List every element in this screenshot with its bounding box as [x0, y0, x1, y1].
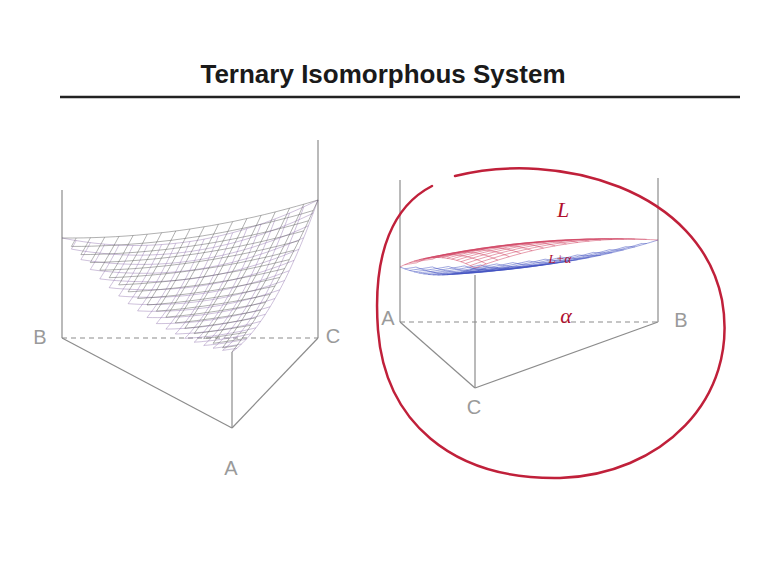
mesh-line: [577, 254, 600, 256]
liquidus-surface: [400, 239, 658, 268]
liquidus-surface: [62, 200, 318, 352]
mesh-line: [405, 263, 416, 265]
mesh-line: [71, 238, 76, 246]
mesh-line: [448, 250, 509, 257]
solidus-surface: [400, 240, 658, 275]
mesh-line: [147, 286, 275, 305]
corner-label: A: [381, 308, 394, 328]
mesh-line: [409, 259, 432, 263]
mesh-line: [594, 238, 613, 240]
mesh-line: [610, 249, 624, 250]
mesh-line: [438, 244, 530, 258]
corner-label: C: [326, 326, 340, 346]
mesh-line: [138, 277, 280, 298]
mesh-line: [223, 207, 304, 351]
mesh-line: [213, 339, 242, 343]
mesh-line: [461, 239, 610, 262]
mesh-line: [456, 252, 593, 273]
mesh-line: [610, 238, 624, 240]
mesh-line: [433, 245, 513, 257]
hand-drawn-circle: [377, 168, 724, 478]
phase-label: L: [557, 199, 569, 221]
slide-title: Ternary Isomorphous System: [200, 61, 565, 87]
mesh-line: [194, 215, 261, 333]
mesh-line: [109, 250, 294, 278]
mesh-line: [642, 239, 647, 240]
mesh-line: [100, 249, 299, 281]
mesh-line: [626, 246, 635, 247]
mesh-line: [166, 302, 266, 317]
title-rule: [60, 96, 740, 99]
mesh-line: [447, 241, 561, 258]
mesh-line: [442, 242, 545, 258]
phase-label: L+α: [549, 252, 572, 265]
mesh-line: [400, 258, 475, 269]
mesh-line: [71, 211, 313, 247]
mesh-line: [626, 238, 635, 239]
mesh-line: [166, 224, 219, 317]
mesh-line: [405, 267, 416, 269]
mesh-line: [204, 332, 247, 338]
mesh-line: [62, 200, 318, 238]
mesh-line: [416, 255, 486, 264]
mesh-line: [147, 229, 190, 305]
mesh-line: [128, 245, 162, 304]
mesh-line: [185, 318, 256, 329]
mesh-line: [90, 231, 303, 263]
mesh-line: [156, 307, 270, 324]
mesh-line: [138, 231, 176, 299]
mesh-line: [156, 227, 204, 311]
mesh-line: [128, 269, 285, 292]
corner-label: C: [467, 397, 481, 417]
solidus-surface: [62, 200, 318, 352]
phase-label: α: [560, 305, 572, 327]
mesh-line: [90, 237, 104, 262]
mesh-line: [642, 243, 647, 244]
mesh-line: [128, 233, 162, 292]
mesh-line: [185, 219, 247, 329]
mesh-line: [156, 239, 204, 324]
mesh-line: [175, 310, 260, 323]
mesh-line: [156, 294, 270, 311]
corner-label: B: [674, 310, 687, 330]
mesh-line: [100, 241, 299, 271]
mesh-line: [109, 260, 294, 289]
corner-label: B: [33, 327, 46, 347]
mesh-line: [419, 266, 465, 273]
mesh-line: [81, 238, 91, 255]
phase-surfaces: [62, 200, 658, 352]
mesh-line: [414, 256, 448, 261]
corner-label: A: [224, 458, 237, 478]
mesh-line: [81, 243, 91, 260]
right-prism-frame: [400, 178, 658, 388]
mesh-line: [109, 236, 133, 278]
mesh-line: [194, 325, 251, 334]
mesh-line: [175, 222, 232, 323]
mesh-line: [223, 346, 237, 348]
left-prism-frame: [62, 140, 318, 428]
mesh-line: [428, 264, 497, 275]
mesh-line: [594, 252, 613, 254]
mesh-line: [119, 234, 148, 285]
mesh-line: [475, 239, 658, 268]
mesh-line: [81, 221, 309, 255]
mesh-line: [561, 240, 589, 242]
